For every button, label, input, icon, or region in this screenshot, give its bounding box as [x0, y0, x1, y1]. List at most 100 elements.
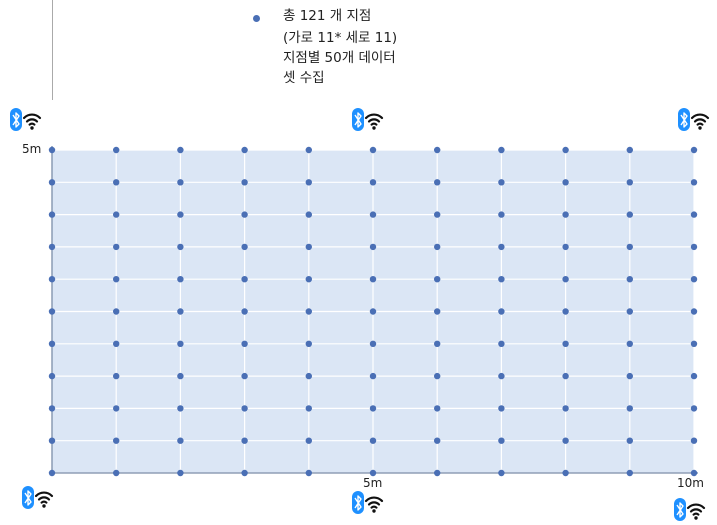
- measurement-point: [305, 243, 312, 251]
- measurement-point: [241, 340, 248, 347]
- measurement-point: [305, 211, 312, 218]
- x-axis-end-label: 10m: [677, 476, 704, 490]
- measurement-point: [626, 437, 633, 444]
- measurement-point: [498, 308, 505, 315]
- measurement-point: [562, 146, 569, 154]
- measurement-point: [434, 243, 441, 251]
- measurement-point: [48, 179, 56, 186]
- measurement-point: [305, 372, 312, 380]
- measurement-point: [626, 469, 633, 477]
- bluetooth-icon: [22, 486, 34, 509]
- measurement-point: [690, 146, 698, 154]
- measurement-point: [305, 308, 312, 315]
- measurement-point: [177, 340, 184, 347]
- legend-line-4: 셋 수집: [283, 70, 325, 86]
- measurement-point: [48, 308, 56, 315]
- measurement-point: [113, 243, 120, 251]
- measurement-point: [369, 179, 377, 186]
- measurement-point: [434, 179, 441, 186]
- measurement-point: [305, 469, 312, 477]
- measurement-point: [177, 146, 184, 154]
- measurement-point: [626, 146, 633, 154]
- measurement-point: [305, 405, 312, 412]
- measurement-point: [48, 146, 56, 154]
- measurement-point: [498, 469, 505, 477]
- measurement-point: [113, 340, 120, 347]
- measurement-point: [113, 469, 120, 477]
- measurement-point: [434, 276, 441, 283]
- measurement-point: [369, 437, 377, 444]
- measurement-point: [434, 405, 441, 412]
- wifi-icon: [364, 113, 384, 130]
- measurement-point: [177, 405, 184, 412]
- measurement-point: [48, 469, 56, 477]
- measurement-point: [562, 437, 569, 444]
- measurement-point: [369, 405, 377, 412]
- measurement-point: [369, 146, 377, 154]
- measurement-point: [434, 469, 441, 477]
- measurement-point: [498, 211, 505, 218]
- legend-marker: [253, 15, 260, 22]
- measurement-point: [369, 372, 377, 380]
- measurement-point: [562, 308, 569, 315]
- measurement-point: [690, 308, 698, 315]
- measurement-point: [113, 308, 120, 315]
- measurement-point: [626, 405, 633, 412]
- measurement-point: [434, 308, 441, 315]
- measurement-point: [690, 469, 698, 477]
- measurement-point: [241, 146, 248, 154]
- measurement-point: [369, 211, 377, 218]
- measurement-point: [48, 340, 56, 347]
- measurement-point: [498, 179, 505, 186]
- measurement-point: [113, 276, 120, 283]
- measurement-point: [562, 405, 569, 412]
- measurement-point: [48, 405, 56, 412]
- measurement-point: [241, 405, 248, 412]
- measurement-point: [626, 308, 633, 315]
- measurement-point: [369, 469, 377, 477]
- measurement-point: [241, 243, 248, 251]
- measurement-point: [626, 243, 633, 251]
- measurement-point: [626, 276, 633, 283]
- measurement-point: [498, 340, 505, 347]
- wifi-icon: [22, 113, 42, 130]
- measurement-point: [498, 405, 505, 412]
- measurement-point: [690, 243, 698, 251]
- measurement-point: [369, 308, 377, 315]
- wifi-icon: [34, 491, 54, 508]
- measurement-point: [177, 437, 184, 444]
- measurement-point: [369, 243, 377, 251]
- top-left-divider-line: [52, 0, 53, 100]
- measurement-point: [690, 179, 698, 186]
- measurement-point: [434, 211, 441, 218]
- measurement-point: [241, 372, 248, 380]
- measurement-point: [241, 437, 248, 444]
- measurement-point: [48, 243, 56, 251]
- legend-line-2: (가로 11* 세로 11): [283, 30, 398, 46]
- measurement-point: [369, 276, 377, 283]
- measurement-point: [562, 276, 569, 283]
- legend-line-3: 지점별 50개 데이터: [283, 50, 396, 66]
- measurement-point: [690, 211, 698, 218]
- bluetooth-icon: [674, 498, 686, 521]
- measurement-point: [562, 340, 569, 347]
- measurement-point: [177, 276, 184, 283]
- y-axis-top-label: 5m: [22, 142, 41, 156]
- measurement-point: [177, 179, 184, 186]
- measurement-point: [626, 372, 633, 380]
- measurement-point: [562, 372, 569, 380]
- bluetooth-icon: [678, 108, 690, 131]
- measurement-point: [241, 308, 248, 315]
- measurement-point: [626, 179, 633, 186]
- measurement-point: [113, 146, 120, 154]
- measurement-point: [369, 340, 377, 347]
- beacon-bottom-right: [674, 498, 706, 521]
- measurement-point: [690, 340, 698, 347]
- measurement-point: [305, 276, 312, 283]
- measurement-point: [48, 211, 56, 218]
- measurement-point: [498, 372, 505, 380]
- measurement-point: [113, 372, 120, 380]
- wifi-icon: [364, 496, 384, 513]
- measurement-point: [48, 372, 56, 380]
- measurement-point: [113, 211, 120, 218]
